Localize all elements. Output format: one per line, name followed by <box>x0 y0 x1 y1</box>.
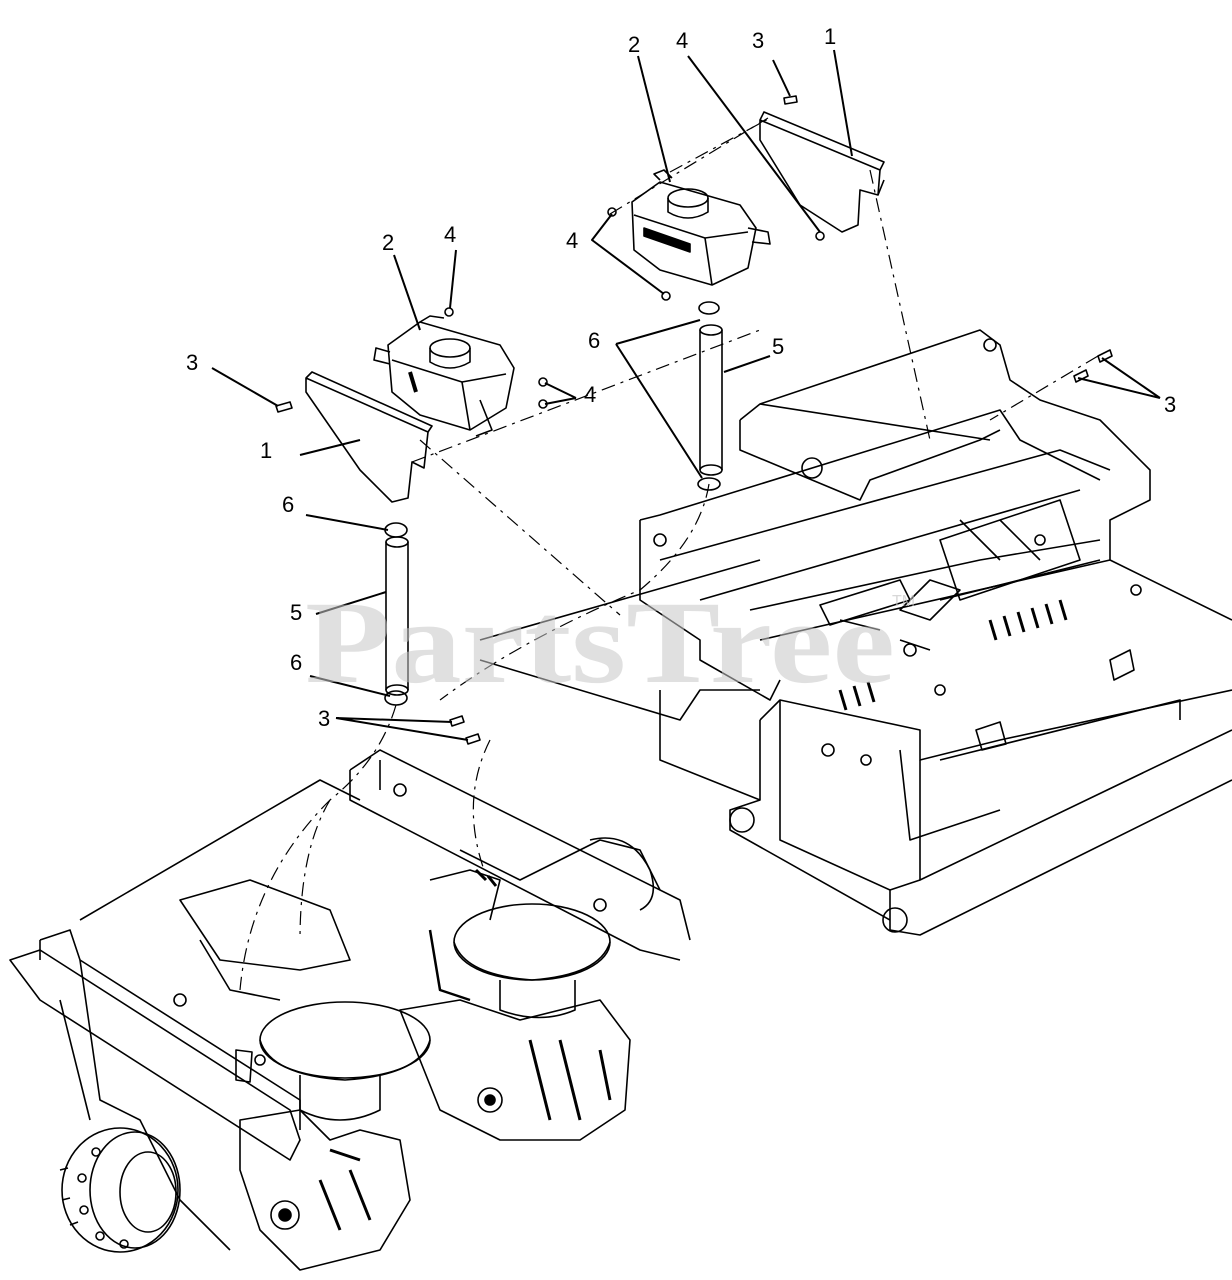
callout-3-bottom: 3 <box>318 706 330 731</box>
upper-bracket <box>759 111 885 233</box>
watermark-text: PartsTree <box>305 577 895 708</box>
wheel-hub <box>59 1127 181 1253</box>
upper-reservoir-tank <box>631 169 771 286</box>
dash-lines <box>239 117 1099 991</box>
lower-hose <box>384 522 409 706</box>
callout-3-right: 3 <box>1164 392 1176 417</box>
callout-5-lower: 5 <box>290 600 302 625</box>
callout-6-lower-b: 6 <box>290 650 302 675</box>
callout-5-upper: 5 <box>772 334 784 359</box>
callout-1-left: 1 <box>260 438 272 463</box>
left-transaxle <box>235 1001 431 1271</box>
callout-4-mid: 4 <box>566 228 578 253</box>
main-frame <box>479 329 1232 936</box>
left-bracket <box>305 371 433 503</box>
callout-4-left: 4 <box>444 222 456 247</box>
callout-2-left: 2 <box>382 230 394 255</box>
leader-lines <box>211 49 1161 741</box>
callout-3-top: 3 <box>752 28 764 53</box>
callout-3-left: 3 <box>186 350 198 375</box>
callout-2-top: 2 <box>628 32 640 57</box>
callout-6-upper: 6 <box>588 328 600 353</box>
rear-frame <box>9 749 691 1251</box>
watermark-tm: TM <box>892 593 915 610</box>
callout-4-top: 4 <box>676 28 688 53</box>
right-transaxle <box>399 868 631 1141</box>
callout-1-top: 1 <box>824 24 836 49</box>
callout-4-right: 4 <box>584 382 596 407</box>
callout-6-lower-a: 6 <box>282 492 294 517</box>
upper-hose <box>697 301 723 491</box>
callout-labels: 2 4 3 1 4 2 4 3 4 1 6 5 3 6 5 6 3 <box>186 24 1176 731</box>
left-reservoir-tank <box>373 315 515 437</box>
